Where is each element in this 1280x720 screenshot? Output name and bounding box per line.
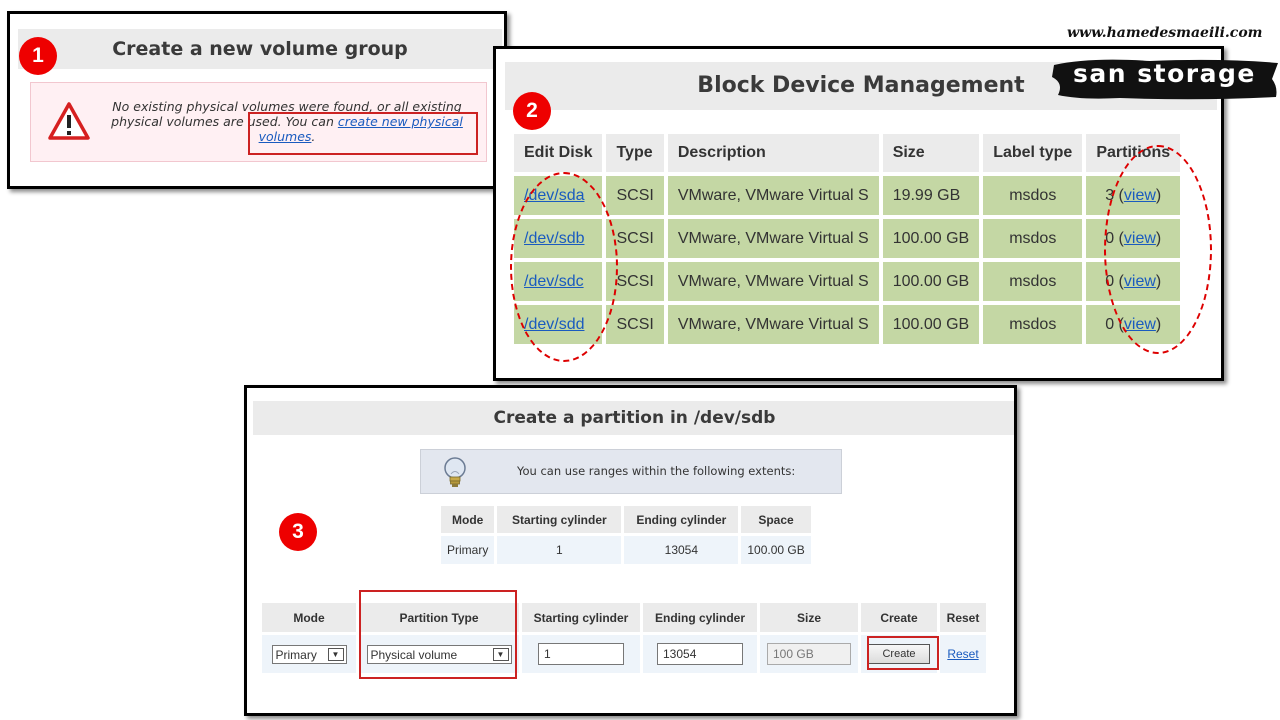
partitions-column-highlight (1104, 145, 1212, 354)
disk-description: VMware, VMware Virtual S (667, 176, 879, 215)
disk-description: VMware, VMware Virtual S (667, 305, 879, 344)
column-header: Size (760, 603, 858, 632)
watermark-tag: san storage (1073, 59, 1256, 88)
disk-type: SCSI (606, 305, 664, 344)
create-physical-volumes-link[interactable]: create new physical volumes (258, 114, 463, 144)
column-header: Edit Disk (514, 134, 603, 172)
starting-cylinder-input[interactable]: 1 (538, 643, 624, 665)
extent-mode: Primary (441, 536, 495, 564)
disk-size: 19.99 GB (882, 176, 980, 215)
column-header: Create (861, 603, 937, 632)
extent-space: 100.00 GB (741, 536, 811, 564)
column-header: Type (606, 134, 664, 172)
label-type: msdos (983, 219, 1083, 258)
step-badge-2: 2 (513, 92, 551, 130)
chevron-down-icon: ▼ (492, 647, 509, 661)
extent-end: 13054 (624, 536, 739, 564)
create-partition-panel: Create a partition in /dev/sdb You can u… (244, 385, 1017, 716)
disk-size: 100.00 GB (882, 262, 980, 301)
label-type: msdos (983, 176, 1083, 215)
mode-select[interactable]: Primary▼ (271, 644, 347, 664)
reset-link[interactable]: Reset (947, 647, 979, 661)
warning-text: No existing physical volumes were found,… (111, 99, 463, 144)
step-badge-1: 1 (19, 37, 57, 75)
warning-message-box: No existing physical volumes were found,… (30, 82, 487, 162)
chevron-down-icon: ▼ (327, 647, 344, 661)
partition-type-select[interactable]: Physical volume▼ (366, 644, 512, 664)
table-row: Primary 1 13054 100.00 GB (441, 536, 811, 564)
table-row: /dev/sdd SCSI VMware, VMware Virtual S 1… (514, 305, 1181, 344)
info-text: You can use ranges within the following … (517, 464, 796, 478)
info-box: You can use ranges within the following … (420, 449, 842, 494)
column-header: Ending cylinder (643, 603, 757, 632)
extent-start: 1 (497, 536, 622, 564)
disk-size: 100.00 GB (882, 305, 980, 344)
column-header: Starting cylinder (497, 506, 622, 533)
panel-title: Create a new volume group (18, 29, 502, 69)
step-badge-3: 3 (279, 513, 317, 551)
partition-type-highlight-box (359, 590, 517, 679)
column-header: Label type (983, 134, 1083, 172)
column-header: Mode (262, 603, 356, 632)
edit-disk-column-highlight (510, 172, 618, 362)
table-row: /dev/sda SCSI VMware, VMware Virtual S 1… (514, 176, 1181, 215)
label-type: msdos (983, 262, 1083, 301)
size-input: 100 GB (767, 643, 851, 665)
create-volume-group-panel: Create a new volume group No existing ph… (7, 11, 507, 189)
disk-type: SCSI (606, 176, 664, 215)
column-header: Reset (940, 603, 986, 632)
column-header: Space (741, 506, 811, 533)
warning-icon (48, 102, 90, 140)
watermark-url: www.hamedesmaeili.com (1067, 25, 1263, 41)
disk-description: VMware, VMware Virtual S (667, 219, 879, 258)
brush-stroke-background (1052, 59, 1278, 100)
link-highlight-box (248, 112, 478, 155)
label-type: msdos (983, 305, 1083, 344)
panel-title: Create a partition in /dev/sdb (253, 401, 1014, 435)
column-header: Starting cylinder (522, 603, 640, 632)
lightbulb-icon (444, 457, 466, 487)
block-device-management-panel: Block Device Management Edit Disk Type D… (493, 46, 1224, 381)
column-header: Mode (441, 506, 495, 533)
extents-table: Mode Starting cylinder Ending cylinder S… (438, 503, 814, 567)
create-button-highlight-box (867, 636, 939, 670)
column-header: Description (667, 134, 879, 172)
column-header: Size (882, 134, 980, 172)
column-header: Partition Type (359, 603, 519, 632)
disk-size: 100.00 GB (882, 219, 980, 258)
column-header: Ending cylinder (624, 506, 739, 533)
ending-cylinder-input[interactable]: 13054 (657, 643, 743, 665)
disk-description: VMware, VMware Virtual S (667, 262, 879, 301)
